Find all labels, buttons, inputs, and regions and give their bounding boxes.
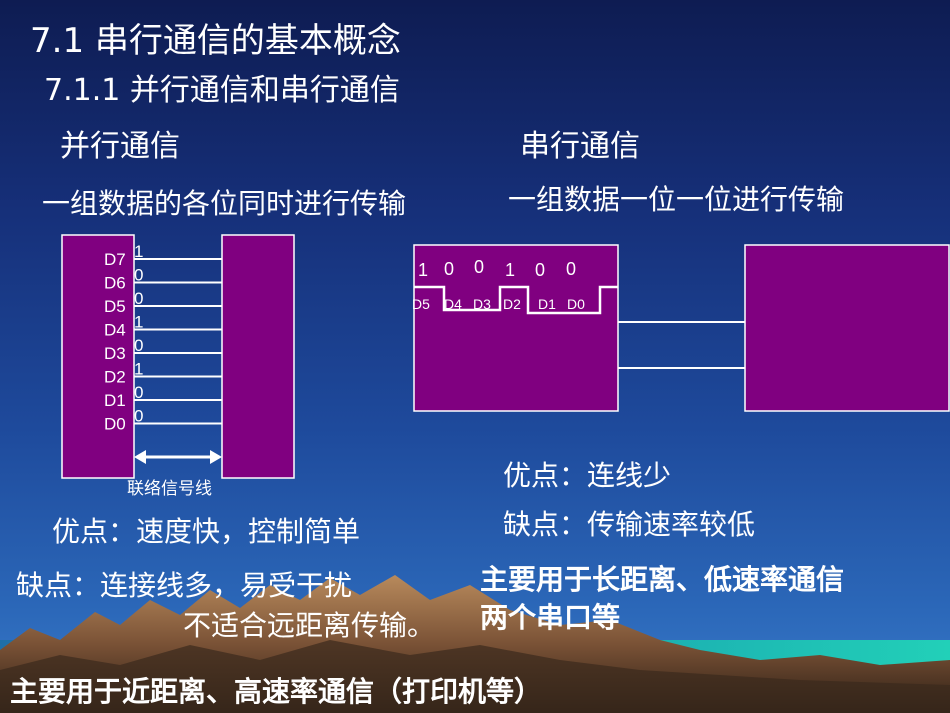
parallel-bit-value: 0 [134, 383, 143, 402]
parallel-bit-value: 1 [134, 242, 143, 261]
serial-desc: 一组数据一位一位进行传输 [508, 183, 845, 216]
parallel-line-label: D0 [104, 415, 126, 434]
link-signal-label: 联络信号线 [127, 479, 212, 499]
parallel-line-label: D2 [104, 368, 126, 387]
serial-waveform [414, 285, 618, 315]
parallel-usage: 主要用于近距离、高速率通信（打印机等） [10, 675, 543, 708]
serial-pros: 优点：连线少 [503, 459, 672, 492]
serial-bit-value: 0 [474, 257, 484, 277]
parallel-heading: 并行通信 [60, 129, 180, 164]
parallel-cons: 缺点：连接线多，易受干扰 [16, 569, 353, 602]
serial-bit-label: D3 [473, 296, 491, 312]
serial-bit-label: D0 [567, 296, 585, 312]
parallel-desc: 一组数据的各位同时进行传输 [42, 187, 407, 220]
serial-cons: 缺点：传输速率较低 [503, 508, 756, 541]
parallel-sender-box [61, 234, 135, 479]
parallel-line-label: D7 [104, 250, 126, 269]
serial-usage: 主要用于长距离、低速率通信 [480, 563, 845, 596]
serial-usage-2: 两个串口等 [480, 601, 621, 634]
serial-bit-value: 0 [566, 259, 576, 279]
parallel-line-label: D1 [104, 391, 126, 410]
page-subtitle: 7.1.1 并行通信和串行通信 [44, 73, 400, 108]
parallel-bit-value: 0 [134, 289, 143, 308]
mountain-ridge [0, 640, 950, 713]
parallel-line-label: D4 [104, 321, 126, 340]
parallel-bit-value: 1 [134, 313, 143, 332]
parallel-bit-value: 0 [134, 266, 143, 285]
parallel-cons-2: 不适合远距离传输。 [183, 609, 436, 642]
serial-receiver-box [744, 244, 950, 412]
page-title: 7.1 串行通信的基本概念 [30, 21, 401, 61]
parallel-line-label: D5 [104, 297, 126, 316]
parallel-line-label: D6 [104, 274, 126, 293]
serial-heading: 串行通信 [520, 129, 640, 164]
parallel-bit-value: 1 [134, 360, 143, 379]
serial-sender-box [413, 244, 619, 412]
parallel-bit-value: 0 [134, 407, 143, 426]
link-signal-arrow [134, 450, 222, 464]
serial-bit-label: D5 [412, 296, 430, 312]
serial-bit-label: D4 [444, 296, 462, 312]
parallel-pros: 优点：速度快，控制简单 [52, 515, 361, 548]
parallel-bit-value: 0 [134, 336, 143, 355]
serial-bit-label: D2 [503, 296, 521, 312]
serial-bit-value: 1 [418, 260, 428, 280]
serial-bit-value: 0 [535, 260, 545, 280]
serial-bit-value: 1 [505, 260, 515, 280]
serial-bit-label: D1 [538, 296, 556, 312]
parallel-receiver-box [221, 234, 295, 479]
parallel-line-label: D3 [104, 344, 126, 363]
serial-bit-value: 0 [444, 259, 454, 279]
